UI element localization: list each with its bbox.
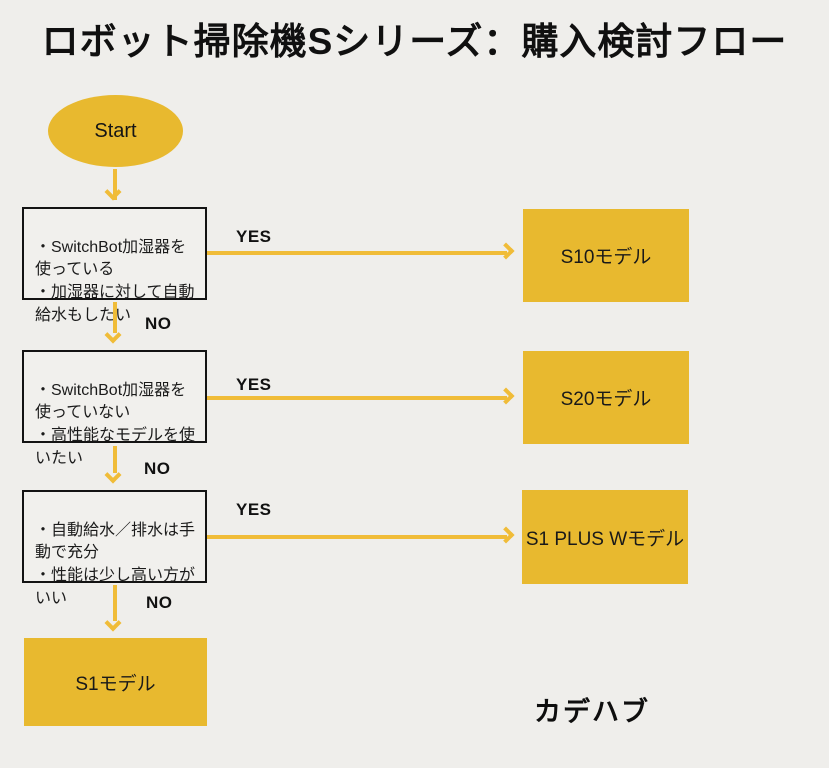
arrow-q1-to-q2 [113,302,117,333]
result-s10-label: S10モデル [560,247,652,268]
decision-2-text: ・SwitchBot加湿器を使っていない ・高性能なモデルを使いたい [35,381,196,467]
result-node-s1: S1モデル [24,638,207,726]
arrowhead-down-icon [104,614,122,632]
arrowhead-down-icon [104,466,122,484]
arrowhead-down-icon [104,326,122,344]
result-node-s1plusw: S1 PLUS Wモデル [522,490,688,584]
result-node-s20: S20モデル [523,351,689,444]
arrowhead-right-icon [497,242,515,260]
yes-label-3: YES [236,500,272,519]
start-node: Start [48,95,183,167]
arrow-q2-to-s20 [207,396,507,400]
no-label-1: NO [145,314,172,333]
result-s20-label: S20モデル [560,389,652,410]
arrow-q3-to-s1 [113,585,117,621]
decision-3-text: ・自動給水／排水は手動で充分 ・性能は少し高い方がいい [35,521,196,607]
result-s1-label: S1モデル [75,673,156,695]
arrowhead-right-icon [497,526,515,544]
decision-node-1: ・SwitchBot加湿器を使っている ・加湿器に対して自動給水もしたい [22,207,207,324]
no-label-2: NO [144,459,171,478]
no-label-3: NO [146,593,173,612]
decision-node-2: ・SwitchBot加湿器を使っていない ・高性能なモデルを使いたい [22,350,207,467]
page-title: ロボット掃除機Sシリーズ：購入検討フロー [41,21,788,62]
start-label: Start [94,119,137,142]
arrow-q1-to-s10 [207,251,507,255]
decision-1-text: ・SwitchBot加湿器を使っている ・加湿器に対して自動給水もしたい [35,238,195,324]
result-node-s10: S10モデル [523,209,689,302]
result-s1plusw-label: S1 PLUS Wモデル [525,528,685,550]
arrow-start-to-q1 [113,169,117,200]
arrow-q2-to-q3 [113,446,117,473]
decision-node-3: ・自動給水／排水は手動で充分 ・性能は少し高い方がいい [22,490,207,607]
arrowhead-down-icon [104,183,122,201]
arrowhead-right-icon [497,387,515,405]
arrow-q3-to-s1plusw [207,535,507,539]
yes-label-1: YES [236,227,272,246]
yes-label-2: YES [236,375,272,394]
brand-logo: カデハブ [534,697,650,727]
